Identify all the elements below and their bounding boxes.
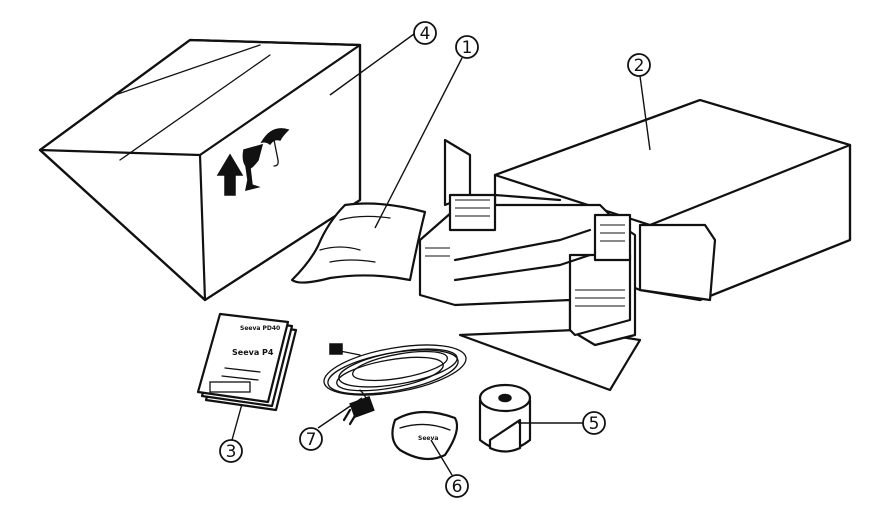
this-side-up-arrow-icon	[216, 153, 244, 196]
pouch-label: Seeva	[418, 435, 438, 442]
callout-3-label: 3	[226, 442, 237, 462]
callout-5: 5	[582, 411, 606, 435]
leader-lines	[231, 33, 651, 476]
callout-1: 1	[455, 35, 479, 59]
manual-title-small: Seeva PD40	[240, 325, 280, 332]
callout-7-label: 7	[306, 430, 317, 450]
printer-box-with-foam	[418, 98, 852, 392]
power-cord	[323, 343, 467, 426]
paper-roll	[478, 383, 532, 453]
manual-title-large: Seeva P4	[232, 348, 274, 357]
callout-5-label: 5	[589, 414, 600, 434]
cleaning-pouch: Seeva	[391, 410, 459, 461]
fragile-glass-icon	[242, 143, 264, 192]
shipping-carton	[38, 38, 362, 302]
user-manuals: Seeva PD40 Seeva P4	[196, 312, 298, 412]
callout-4: 4	[413, 21, 437, 45]
callout-2: 2	[627, 53, 651, 77]
callout-3: 3	[219, 439, 243, 463]
callout-6: 6	[445, 474, 469, 498]
callout-7: 7	[299, 427, 323, 451]
plastic-bag	[290, 202, 427, 284]
callout-4-label: 4	[420, 24, 431, 44]
umbrella-keep-dry-icon	[260, 128, 290, 167]
callout-1-label: 1	[462, 38, 473, 58]
callout-2-label: 2	[634, 56, 645, 76]
callout-6-label: 6	[452, 477, 463, 497]
